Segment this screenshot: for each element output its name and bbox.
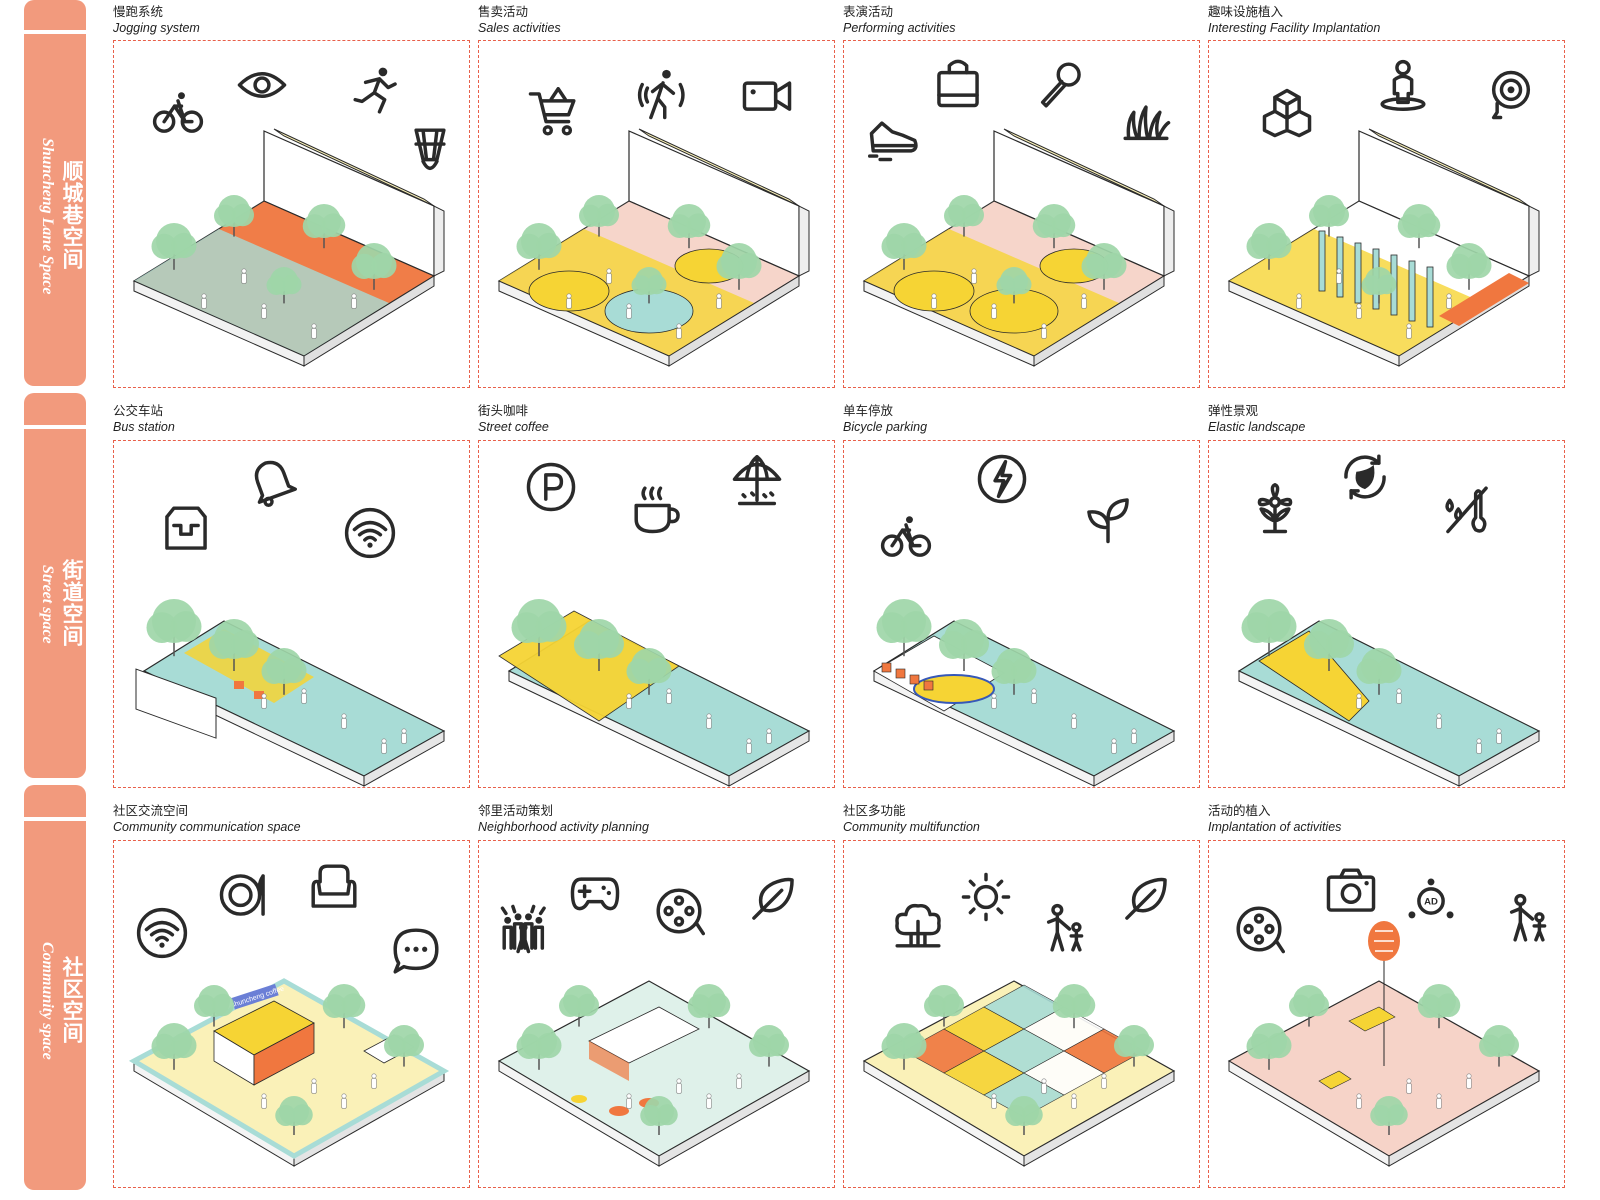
row-label-en: Street space (39, 564, 56, 644)
isometric-scene (497, 980, 811, 1167)
row-label-zh: 街道空间 (60, 559, 83, 647)
row-label-zh: 顺城巷空间 (60, 160, 83, 270)
row-label-en: Shuncheng Lane Space (39, 137, 56, 295)
diagram-panel (113, 440, 470, 788)
isometric-scene (135, 599, 446, 787)
isometric-scene (1227, 921, 1541, 1167)
diagram-panel (1208, 440, 1565, 788)
isometric-scene (1237, 599, 1541, 787)
label-divider (24, 30, 86, 34)
label-divider (24, 817, 86, 821)
diagram-panel: Jishuncheng coffee (113, 840, 470, 1188)
diagram-panel (843, 40, 1200, 388)
diagram-panel (478, 440, 835, 788)
isometric-scene (862, 980, 1176, 1167)
row-label-community: 社区空间 Community space (24, 785, 86, 1190)
row-label-zh: 社区空间 (60, 956, 83, 1044)
diagram-panel (113, 40, 470, 388)
diagram-panel (1208, 40, 1565, 388)
isometric-scene (1227, 128, 1540, 367)
diagram-panel (478, 40, 835, 388)
isometric-scene (497, 128, 810, 367)
isometric-scene (862, 128, 1175, 367)
isometric-scene (132, 128, 445, 367)
diagram-panel (843, 440, 1200, 788)
diagram-panel (843, 840, 1200, 1188)
isometric-scene: Jishuncheng coffee (128, 978, 450, 1167)
isometric-scene (872, 599, 1176, 787)
row-label-lane: 顺城巷空间 Shuncheng Lane Space (24, 0, 86, 386)
row-label-en: Community space (39, 942, 56, 1060)
diagram-panel (478, 840, 835, 1188)
row-label-street: 街道空间 Street space (24, 393, 86, 778)
isometric-scene (498, 599, 811, 787)
label-divider (24, 425, 86, 429)
svg-text:AD: AD (1424, 896, 1438, 907)
diagram-panel: AD (1208, 840, 1565, 1188)
